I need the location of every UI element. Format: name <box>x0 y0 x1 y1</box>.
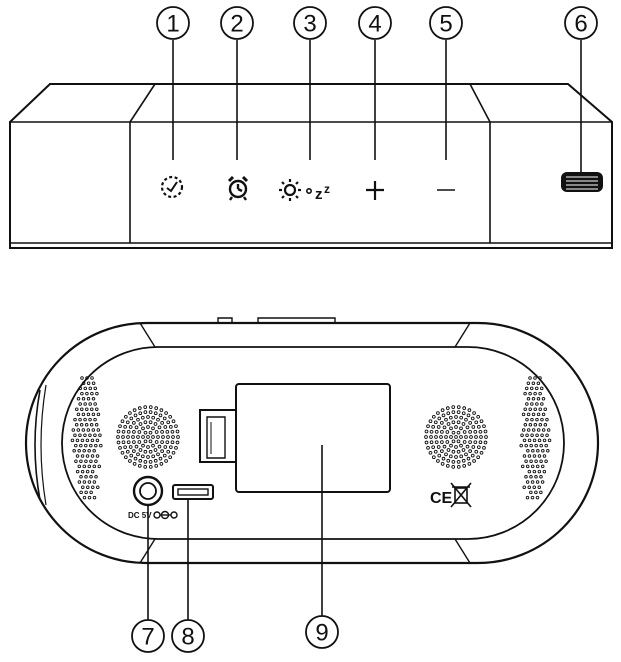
svg-text:7: 7 <box>141 624 154 651</box>
callout-8: 8 <box>171 619 205 653</box>
callout-2: 2 <box>220 6 254 40</box>
svg-text:6: 6 <box>574 11 587 38</box>
top-callouts: 1 2 3 4 5 6 <box>156 6 598 40</box>
polarity-icon <box>153 510 178 520</box>
bottom-callouts: 7 8 9 <box>131 615 339 653</box>
alarm-clock-icon <box>227 175 249 201</box>
svg-text:1: 1 <box>166 11 179 38</box>
left-speaker-grille <box>116 405 180 469</box>
callout-9: 9 <box>305 615 339 649</box>
callout-7: 7 <box>131 619 165 653</box>
front-panel-outline <box>129 83 491 123</box>
ce-mark: CE <box>430 490 453 507</box>
battery-compartment <box>199 383 391 493</box>
dc-jack <box>132 475 164 507</box>
right-speaker-grille <box>424 405 488 469</box>
dc-label: DC 5V <box>128 511 152 520</box>
back-outer-shell <box>24 321 600 565</box>
callout-3: 3 <box>293 6 327 40</box>
svg-text:z: z <box>315 186 323 203</box>
svg-text:3: 3 <box>303 11 316 38</box>
bottom-leader-lines <box>147 445 323 622</box>
callout-4: 4 <box>358 6 392 40</box>
svg-text:5: 5 <box>439 11 452 38</box>
svg-text:9: 9 <box>315 620 328 647</box>
front-view <box>9 83 613 249</box>
back-inner-panel <box>61 346 565 540</box>
svg-text:z: z <box>324 182 330 196</box>
back-view <box>24 317 600 565</box>
right-side-grille <box>519 376 552 500</box>
plus-icon <box>366 181 384 200</box>
top-leader-lines <box>172 40 582 172</box>
side-switch <box>561 172 603 192</box>
callout-6: 6 <box>564 6 598 40</box>
front-body-outline <box>9 83 613 249</box>
svg-text:2: 2 <box>230 11 243 38</box>
callout-5: 5 <box>429 6 463 40</box>
svg-text:8: 8 <box>181 624 194 651</box>
clock-set-icon <box>160 175 184 199</box>
left-side-grille <box>70 376 103 500</box>
weee-bin-icon <box>450 482 472 508</box>
callout-1: 1 <box>156 6 190 40</box>
svg-text:4: 4 <box>368 11 381 38</box>
sun-snooze-icon: z z <box>279 179 330 203</box>
usb-port <box>172 484 214 500</box>
